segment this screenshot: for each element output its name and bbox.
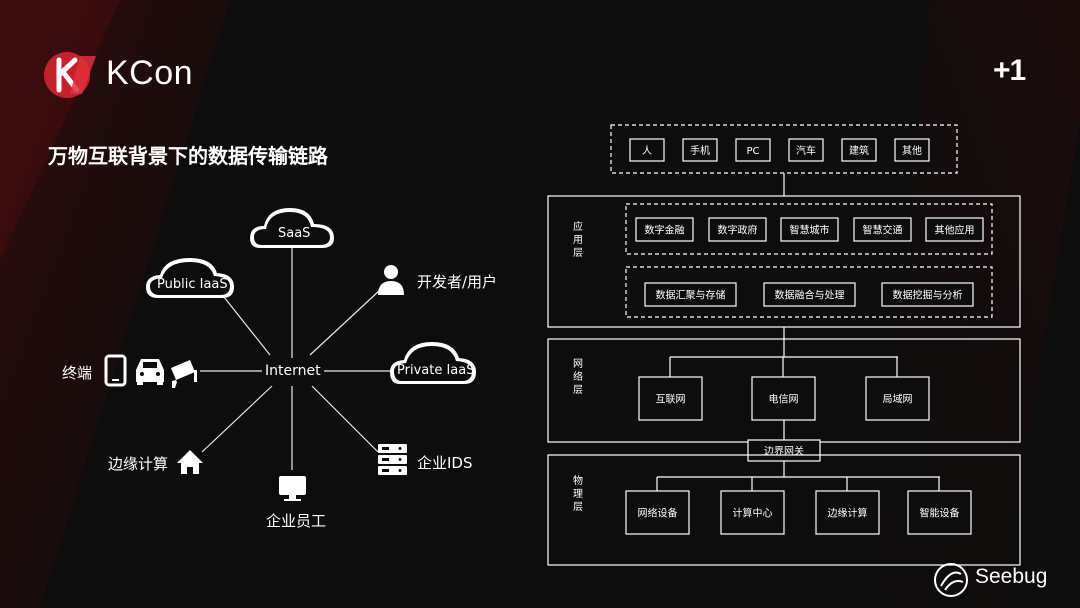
physical-item-2-box bbox=[815, 490, 880, 535]
data-item-0-box bbox=[644, 282, 737, 307]
internet-label: Internet bbox=[265, 363, 321, 379]
top-item-4-label: 建筑 bbox=[849, 144, 869, 157]
gateway-label: 边界网关 bbox=[764, 445, 804, 458]
app-item-2-label: 智慧城市 bbox=[790, 224, 830, 237]
top-item-5-box bbox=[894, 138, 930, 162]
network-item-1-label: 电信网 bbox=[769, 393, 799, 406]
top-item-5-label: 其他 bbox=[902, 144, 922, 157]
data-item-1-label: 数据融合与处理 bbox=[775, 289, 845, 302]
app-item-3-box bbox=[853, 217, 912, 242]
physical-item-1-label: 计算中心 bbox=[733, 507, 773, 520]
network-diagram bbox=[104, 208, 476, 501]
top-item-3-box bbox=[788, 138, 824, 162]
network-item-2-label: 局域网 bbox=[883, 393, 913, 406]
employee-label: 企业员工 bbox=[266, 512, 327, 530]
network-layer-title-char-1: 络 bbox=[573, 370, 583, 383]
physical-item-0-box bbox=[625, 490, 690, 535]
app-item-3-label: 智慧交通 bbox=[863, 224, 903, 237]
monitor-icon bbox=[279, 476, 306, 501]
physical-layer-title-char-0: 物 bbox=[573, 474, 583, 487]
brand-name: KCon bbox=[106, 54, 194, 92]
network-layer-title-char-0: 网 bbox=[573, 358, 583, 370]
data-item-1-box bbox=[763, 282, 856, 307]
top-item-2-box bbox=[735, 138, 771, 162]
kcon-logo-icon bbox=[44, 52, 96, 98]
top-item-1-label: 手机 bbox=[690, 144, 710, 157]
phone-icon bbox=[104, 354, 127, 387]
physical-item-0-label: 网络设备 bbox=[638, 507, 678, 520]
plus-one-badge: +1 bbox=[993, 54, 1026, 87]
home-icon bbox=[177, 450, 203, 474]
top-item-1-box bbox=[682, 138, 718, 162]
physical-layer-title-char-2: 层 bbox=[573, 501, 583, 513]
physical-layer-box bbox=[547, 454, 1021, 566]
app-item-4-box bbox=[925, 217, 984, 242]
private-iaas-label: Private IaaS bbox=[397, 363, 475, 378]
saas-cloud-icon bbox=[250, 208, 334, 248]
app-item-1-label: 数字政府 bbox=[718, 224, 758, 237]
physical-item-2-label: 边缘计算 bbox=[828, 507, 868, 520]
seebug-watermark: Seebug bbox=[975, 565, 1048, 588]
top-item-0-box bbox=[629, 138, 665, 162]
app-item-1-box bbox=[708, 217, 767, 242]
slide-title: 万物互联背景下的数据传输链路 bbox=[48, 144, 328, 168]
physical-item-3-label: 智能设备 bbox=[920, 507, 960, 520]
public-iaas-label: Public IaaS bbox=[157, 277, 228, 292]
seebug-logo-icon bbox=[934, 563, 968, 597]
server-icon bbox=[378, 444, 407, 475]
app-layer-title-char-2: 层 bbox=[573, 247, 583, 259]
user-icon bbox=[378, 265, 404, 295]
top-item-0-label: 人 bbox=[642, 145, 652, 157]
top-item-2-label: PC bbox=[746, 146, 759, 157]
app-layer-title-char-1: 用 bbox=[573, 235, 583, 246]
enterprise-ids-label: 企业IDS bbox=[417, 454, 473, 472]
app-item-0-label: 数字金融 bbox=[645, 224, 685, 237]
public-iaas-cloud-icon bbox=[146, 258, 234, 298]
network-item-2-box bbox=[865, 376, 930, 421]
data-item-0-label: 数据汇聚与存储 bbox=[656, 289, 726, 302]
network-item-0-box bbox=[638, 376, 703, 421]
app-row1-dashed-box bbox=[625, 203, 993, 255]
app-row2-dashed-box bbox=[625, 266, 993, 318]
top-item-4-box bbox=[841, 138, 877, 162]
private-iaas-cloud-icon bbox=[390, 342, 476, 384]
top-item-3-label: 汽车 bbox=[796, 144, 816, 157]
edge-computing-label: 边缘计算 bbox=[108, 455, 169, 473]
app-layer-title-char-0: 应 bbox=[573, 220, 583, 233]
developer-label: 开发者/用户 bbox=[417, 273, 498, 291]
app-item-0-box bbox=[635, 217, 694, 242]
car-icon bbox=[136, 359, 164, 385]
app-item-2-box bbox=[780, 217, 839, 242]
app-item-4-label: 其他应用 bbox=[935, 224, 975, 237]
network-layer-title-char-2: 层 bbox=[573, 384, 583, 396]
network-item-0-label: 互联网 bbox=[656, 394, 686, 406]
terminal-label: 终端 bbox=[62, 364, 93, 382]
saas-label: SaaS bbox=[278, 226, 311, 241]
data-item-2-box bbox=[881, 282, 974, 307]
data-item-2-label: 数据挖掘与分析 bbox=[893, 289, 963, 302]
app-layer-box bbox=[547, 195, 1021, 328]
camera-icon bbox=[171, 360, 197, 388]
physical-layer-title-char-1: 理 bbox=[573, 488, 583, 500]
physical-item-3-box bbox=[907, 490, 972, 535]
physical-item-1-box bbox=[720, 490, 785, 535]
